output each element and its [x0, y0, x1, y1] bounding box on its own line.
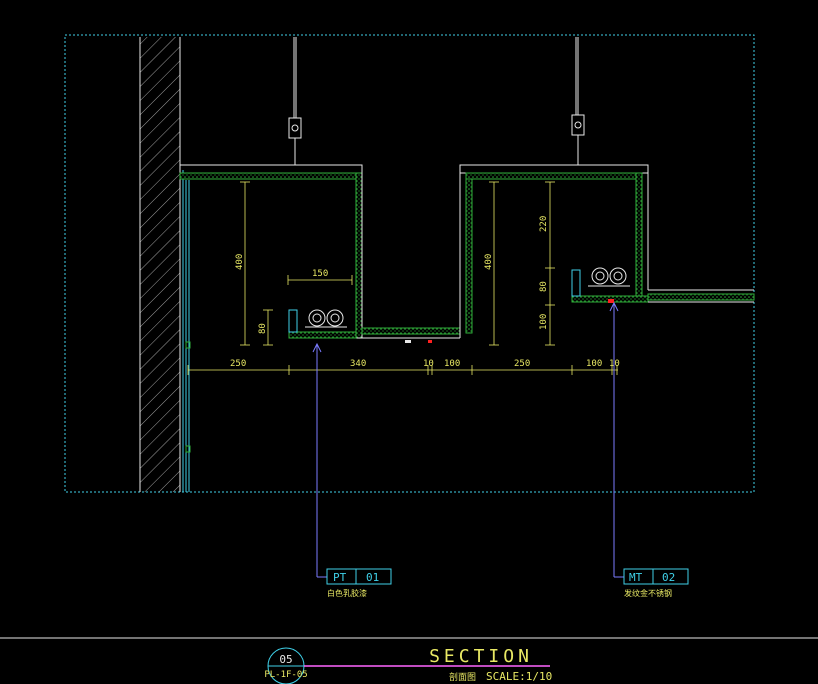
dim-100-a: 100 — [444, 359, 460, 369]
hanger-rod-left — [288, 37, 302, 165]
tag-code: PT — [333, 571, 347, 584]
dim-250-b: 250 — [514, 359, 530, 369]
light-fixture-right — [571, 267, 630, 297]
title-number: 05 — [279, 653, 292, 666]
dim-150: 150 — [312, 269, 328, 279]
dimension-lines — [187, 181, 618, 375]
dim-400-right: 400 — [484, 254, 494, 270]
hanger-rod-right — [571, 37, 585, 165]
ceiling-box-right — [459, 164, 755, 338]
viewport-frame — [64, 34, 755, 493]
dim-100-right: 100 — [539, 314, 549, 330]
tag-number: 01 — [366, 571, 379, 584]
dim-80-right: 80 — [539, 281, 549, 292]
material-tag-pt01: PT 01 白色乳胶漆 — [326, 568, 392, 598]
dim-250-a: 250 — [230, 359, 246, 369]
dim-80-left: 80 — [258, 323, 268, 334]
ceiling-box-left — [179, 164, 363, 339]
material-tag-mt02: MT 02 发纹金不锈钢 — [623, 568, 689, 598]
section-title: SECTION — [429, 646, 533, 667]
tag-code: MT — [629, 571, 643, 584]
scale-label: SCALE:1/10 — [486, 670, 552, 683]
dim-400-left: 400 — [235, 254, 245, 270]
leader-lines — [312, 301, 624, 578]
light-fixture-left — [288, 309, 347, 333]
dim-100-b: 100 — [586, 359, 602, 369]
wall — [139, 37, 191, 492]
section-subtitle: 剖面图 — [449, 671, 476, 683]
dim-220: 220 — [539, 216, 549, 232]
dimension-labels: 400 150 80 400 220 80 100 250 340 10 100… — [230, 216, 620, 369]
tag-number: 02 — [662, 571, 675, 584]
sheet-number: PL-1F-05 — [264, 670, 307, 680]
tag-description: 白色乳胶漆 — [327, 588, 367, 598]
dim-340: 340 — [350, 359, 366, 369]
tag-description: 发纹金不锈钢 — [624, 588, 672, 598]
channel — [361, 327, 461, 343]
title-block: 05 PL-1F-05 SECTION 剖面图 SCALE:1/10 — [0, 637, 818, 684]
dim-10-a: 10 — [423, 359, 434, 369]
